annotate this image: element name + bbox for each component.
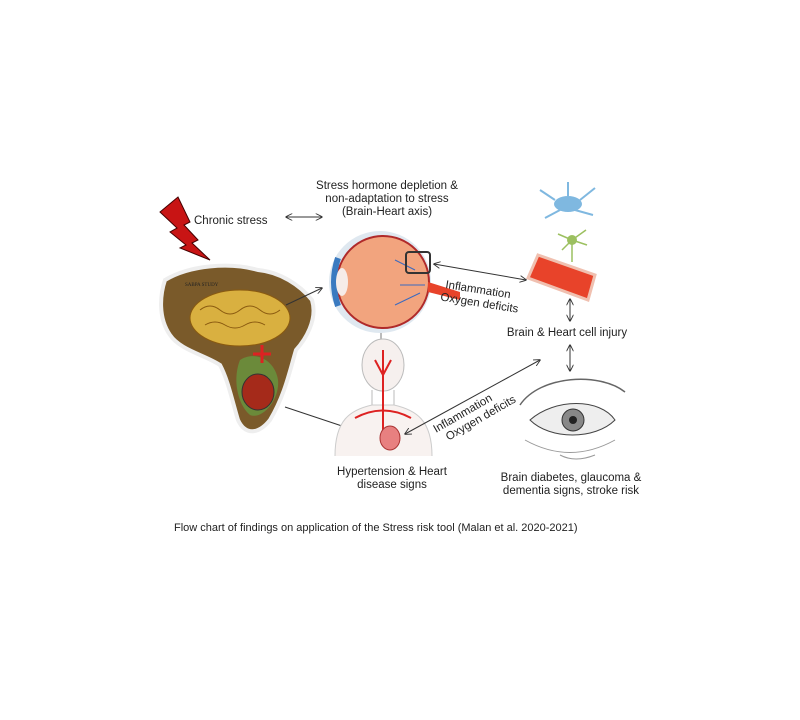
human-circulation-image	[334, 338, 433, 457]
eye-sketch-image	[519, 378, 626, 460]
inflammation-bottom-label: Inflammation Oxygen deficits	[432, 392, 519, 443]
neuron-cell-image	[539, 182, 596, 219]
brain-signs-label: Brain diabetes, glaucoma & dementia sign…	[501, 472, 642, 497]
svg-text:Stress hormone depletion &: Stress hormone depletion &	[316, 180, 458, 192]
figure-caption: Flow chart of findings on application of…	[174, 522, 578, 534]
eye-anatomy-image	[329, 231, 460, 333]
svg-text:Hypertension & Heart: Hypertension & Heart	[337, 466, 448, 478]
stress-hormone-label: Stress hormone depletion & non-adaptatio…	[316, 180, 458, 218]
africa-map-image: SABPA STUDY	[159, 263, 316, 434]
svg-text:Brain diabetes, glaucoma &: Brain diabetes, glaucoma &	[501, 472, 642, 484]
lightning-icon	[159, 196, 211, 261]
blood-vessel-image	[525, 253, 597, 302]
svg-text:(Brain-Heart axis): (Brain-Heart axis)	[342, 206, 432, 218]
arrow-map-to-eye	[285, 288, 322, 306]
arrow-eye-to-vessel	[434, 264, 526, 280]
svg-text:disease signs: disease signs	[357, 479, 427, 491]
chronic-stress-label: Chronic stress	[194, 215, 268, 227]
arrow-body-injury	[405, 360, 540, 434]
svg-text:SABPA STUDY: SABPA STUDY	[185, 283, 219, 288]
svg-text:non-adaptation to stress: non-adaptation to stress	[325, 193, 449, 205]
hypertension-label: Hypertension & Heart disease signs	[337, 466, 448, 491]
cell-injury-label: Brain & Heart cell injury	[507, 327, 627, 339]
astrocyte-cell-image	[557, 229, 588, 262]
inflammation-top-label: Inflammation Oxygen deficits	[440, 279, 520, 316]
svg-text:dementia signs, stroke risk: dementia signs, stroke risk	[503, 485, 639, 497]
